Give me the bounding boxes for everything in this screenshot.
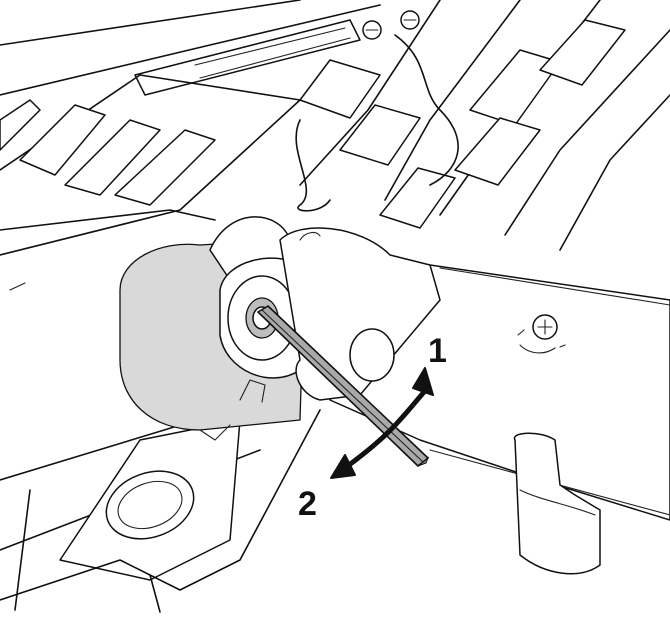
hex-key (257, 305, 430, 467)
hinge-housing (119, 216, 441, 441)
lower-frame (0, 399, 321, 613)
callout-1: 1 (428, 332, 447, 370)
rotation-arrow (330, 367, 434, 479)
left-frame (0, 74, 301, 291)
upper-frame (0, 0, 670, 251)
callout-2: 2 (298, 485, 317, 523)
